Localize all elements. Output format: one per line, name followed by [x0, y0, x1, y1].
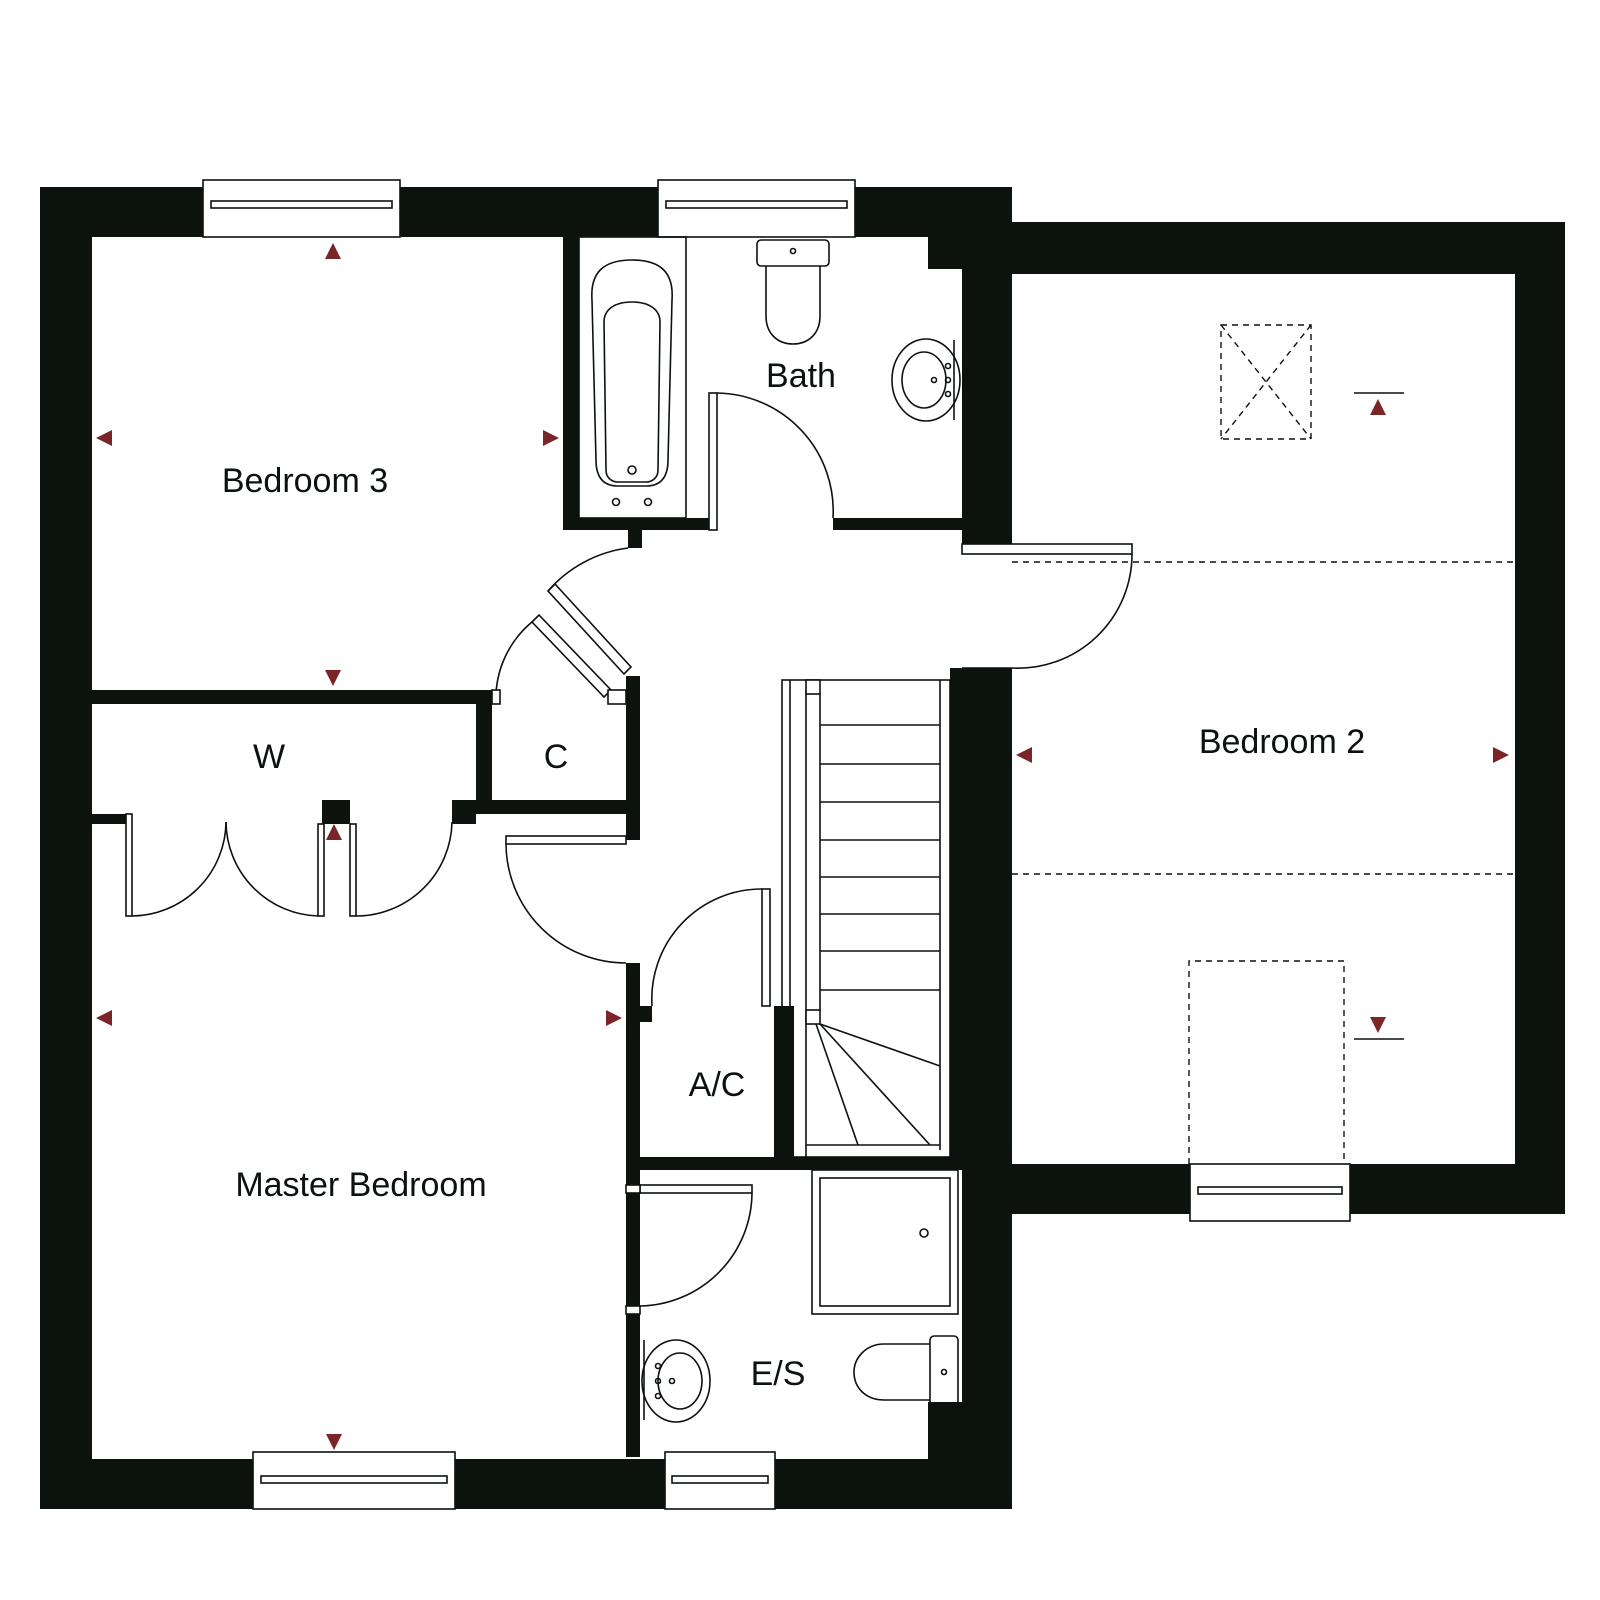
window-ensuite: [664, 1451, 776, 1510]
room-label-ensuite: E/S: [751, 1355, 806, 1393]
toilet-bath: [756, 239, 830, 345]
sloped-ceiling-lines: [1012, 561, 1515, 875]
window-bath: [657, 179, 856, 238]
room-label-bath: Bath: [766, 357, 836, 395]
window-bedroom-3: [202, 179, 401, 238]
room-labels: Bedroom 3 Bath Bedroom 2 W C A/C Master …: [222, 357, 1365, 1393]
sink-ensuite: [641, 1339, 711, 1423]
door-ensuite: [625, 1184, 753, 1315]
window-bedroom-2: [1189, 1163, 1351, 1222]
room-label-airing-cupboard: A/C: [689, 1066, 746, 1104]
room-label-wardrobe: W: [253, 738, 285, 776]
staircase: [781, 679, 951, 1158]
room-label-cupboard: C: [544, 738, 569, 776]
windows: [202, 179, 1351, 1510]
door-bedroom-3: [546, 547, 633, 676]
room-label-bedroom-2: Bedroom 2: [1199, 723, 1365, 761]
shower-tray: [811, 1169, 959, 1315]
door-bath: [708, 392, 834, 531]
door-master-bedroom: [505, 835, 627, 964]
door-wardrobe: [125, 813, 453, 917]
doors: [125, 392, 1133, 1315]
bathtub: [578, 236, 687, 519]
door-cupboard: [491, 613, 627, 705]
room-label-bedroom-3: Bedroom 3: [222, 462, 388, 500]
exterior-walls: [40, 187, 1565, 1509]
window-master-bedroom: [252, 1451, 456, 1510]
room-label-master-bedroom: Master Bedroom: [235, 1166, 486, 1204]
roof-window: [1220, 324, 1312, 440]
toilet-ensuite: [853, 1335, 959, 1407]
sink-bath: [891, 338, 961, 422]
door-airing-cupboard: [650, 888, 771, 1007]
door-bedroom-2: [961, 543, 1133, 669]
dormer-outline: [1188, 960, 1345, 1164]
interior-walls: [92, 237, 962, 1459]
ceiling-height-markers: [1354, 392, 1404, 1040]
dimension-markers: [96, 243, 1509, 1450]
